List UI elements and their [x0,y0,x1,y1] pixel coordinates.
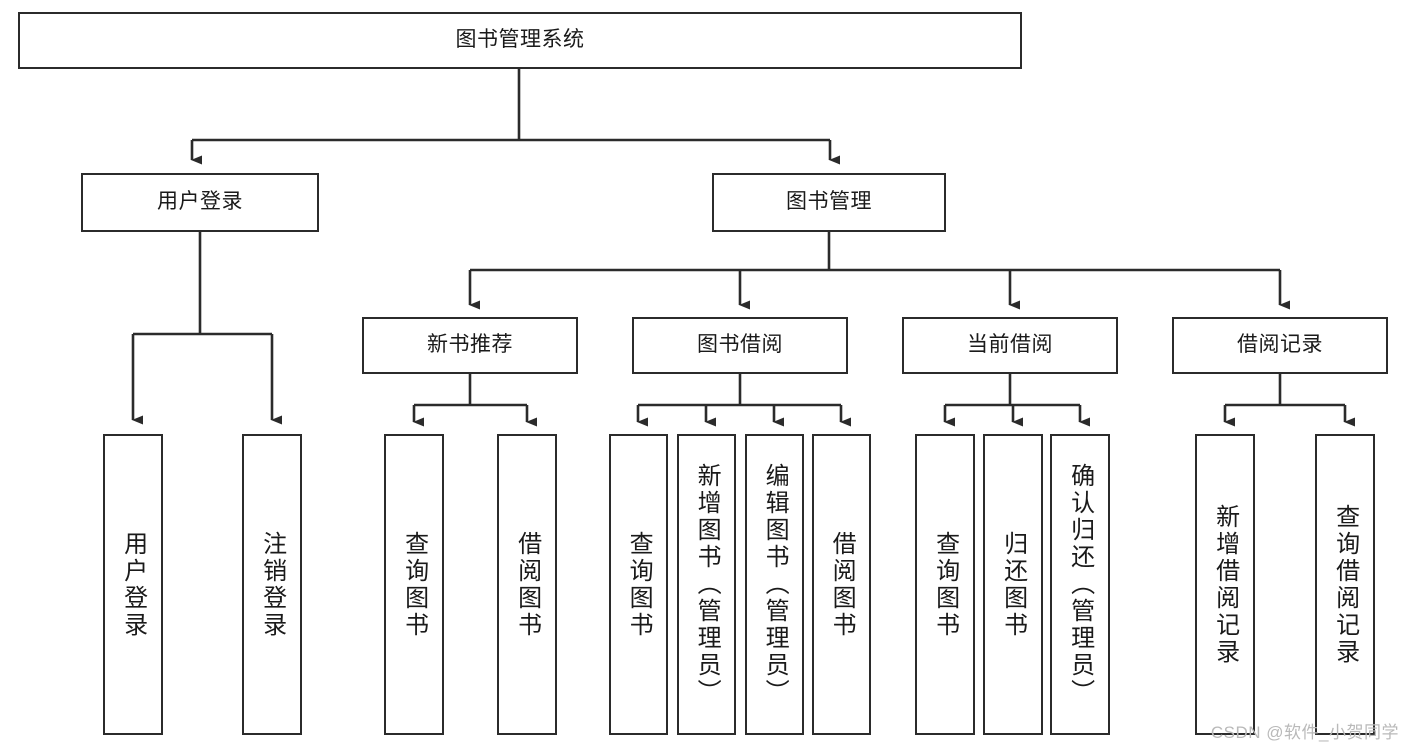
node-label: 注销登录 [258,530,286,639]
node-label: 新增图书（管理员） [693,463,721,706]
leaf-user-login-2[interactable]: 注销登录 [242,434,302,735]
node-label: 编辑图书（管理员） [761,463,789,706]
node-current-borrow[interactable]: 当前借阅 [902,317,1118,374]
node-label: 查询借阅记录 [1331,503,1359,666]
node-label: 归还图书 [999,530,1027,639]
node-new-book-recommend[interactable]: 新书推荐 [362,317,578,374]
node-label: 图书借阅 [697,333,783,357]
node-label: 用户登录 [157,190,243,214]
leaf-borrow-record-1[interactable]: 新增借阅记录 [1195,434,1255,735]
leaf-borrow-record-2[interactable]: 查询借阅记录 [1315,434,1375,735]
node-label: 查询图书 [931,530,959,639]
node-label: 当前借阅 [967,333,1053,357]
node-book-management[interactable]: 图书管理 [712,173,946,232]
node-label: 图书管理 [786,190,872,214]
node-label: 查询图书 [625,530,653,639]
leaf-new-book-recommend-2[interactable]: 借阅图书 [497,434,557,735]
node-label: 查询图书 [400,530,428,639]
watermark-csdn: CSDN @软件_小贺同学 [1210,723,1399,742]
node-label: 确认归还（管理员） [1066,463,1094,706]
leaf-book-borrow-1[interactable]: 查询图书 [609,434,668,735]
node-label: 新书推荐 [427,333,513,357]
leaf-book-borrow-2[interactable]: 新增图书（管理员） [677,434,736,735]
node-label: 借阅记录 [1237,333,1323,357]
node-user-login[interactable]: 用户登录 [81,173,319,232]
node-borrow-record[interactable]: 借阅记录 [1172,317,1388,374]
leaf-book-borrow-4[interactable]: 借阅图书 [812,434,871,735]
leaf-new-book-recommend-1[interactable]: 查询图书 [384,434,444,735]
leaf-current-borrow-2[interactable]: 归还图书 [983,434,1043,735]
leaf-current-borrow-3[interactable]: 确认归还（管理员） [1050,434,1110,735]
leaf-book-borrow-3[interactable]: 编辑图书（管理员） [745,434,804,735]
node-label: 用户登录 [119,530,147,639]
leaf-current-borrow-1[interactable]: 查询图书 [915,434,975,735]
node-label: 新增借阅记录 [1211,503,1239,666]
node-label: 借阅图书 [828,530,856,639]
leaf-user-login-1[interactable]: 用户登录 [103,434,163,735]
node-root-book-management-system[interactable]: 图书管理系统 [18,12,1022,69]
node-label: 图书管理系统 [455,28,585,52]
node-book-borrow[interactable]: 图书借阅 [632,317,848,374]
node-label: 借阅图书 [513,530,541,639]
